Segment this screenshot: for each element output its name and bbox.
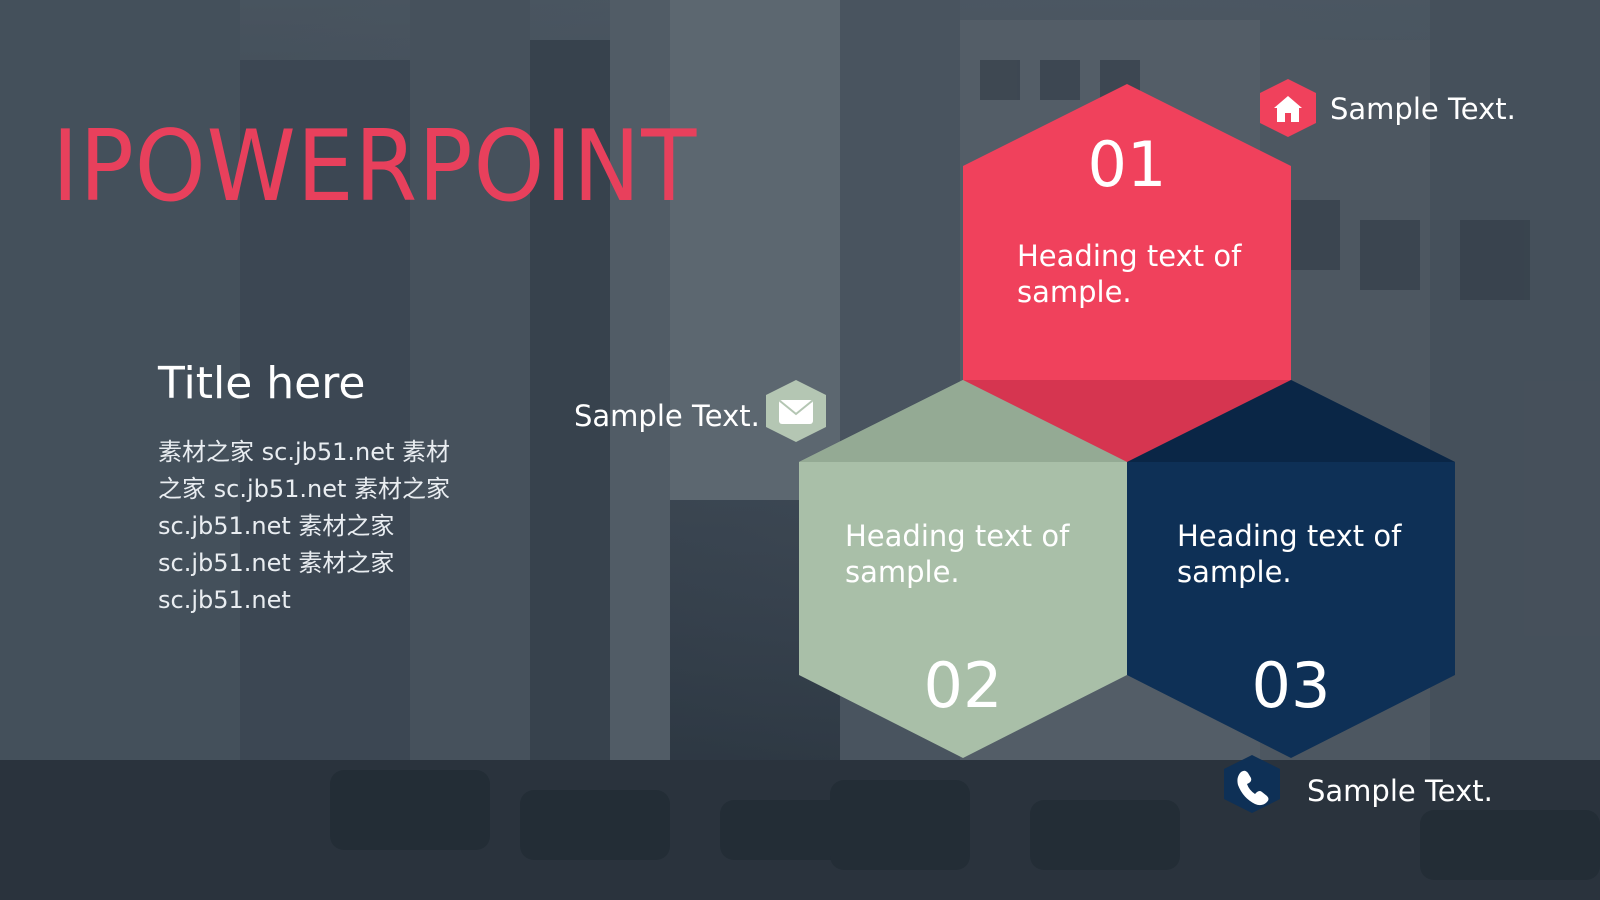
- hexagon-03-heading: Heading text of sample.: [1177, 519, 1402, 589]
- callout-mail-label: Sample Text.: [574, 399, 760, 433]
- mail-icon[interactable]: [766, 380, 826, 442]
- hexagon-02-number: 02: [923, 649, 1003, 722]
- callout-phone-label: Sample Text.: [1307, 774, 1493, 808]
- subtitle: Title here: [158, 358, 366, 409]
- hexagon-02-shadow: [799, 380, 1127, 462]
- main-title: IPOWERPOINT: [52, 110, 698, 224]
- hexagon-02-heading: Heading text of sample.: [845, 519, 1070, 589]
- hexagon-01-shadow: [963, 380, 1291, 462]
- hexagon-02[interactable]: [799, 380, 1127, 758]
- phone-icon[interactable]: [1224, 755, 1280, 813]
- hexagon-01-number: 01: [1087, 128, 1167, 201]
- hexagon-01-heading: Heading text of sample.: [1017, 239, 1242, 309]
- hexagon-03[interactable]: [1127, 380, 1455, 758]
- hexagon-03-number: 03: [1251, 649, 1331, 722]
- hexagon-01[interactable]: [963, 84, 1291, 462]
- home-icon[interactable]: [1260, 79, 1316, 137]
- body-text: 素材之家 sc.jb51.net 素材之家 sc.jb51.net 素材之家 s…: [158, 438, 451, 614]
- callout-home-label: Sample Text.: [1330, 92, 1516, 126]
- hexagon-03-shadow: [1127, 380, 1455, 462]
